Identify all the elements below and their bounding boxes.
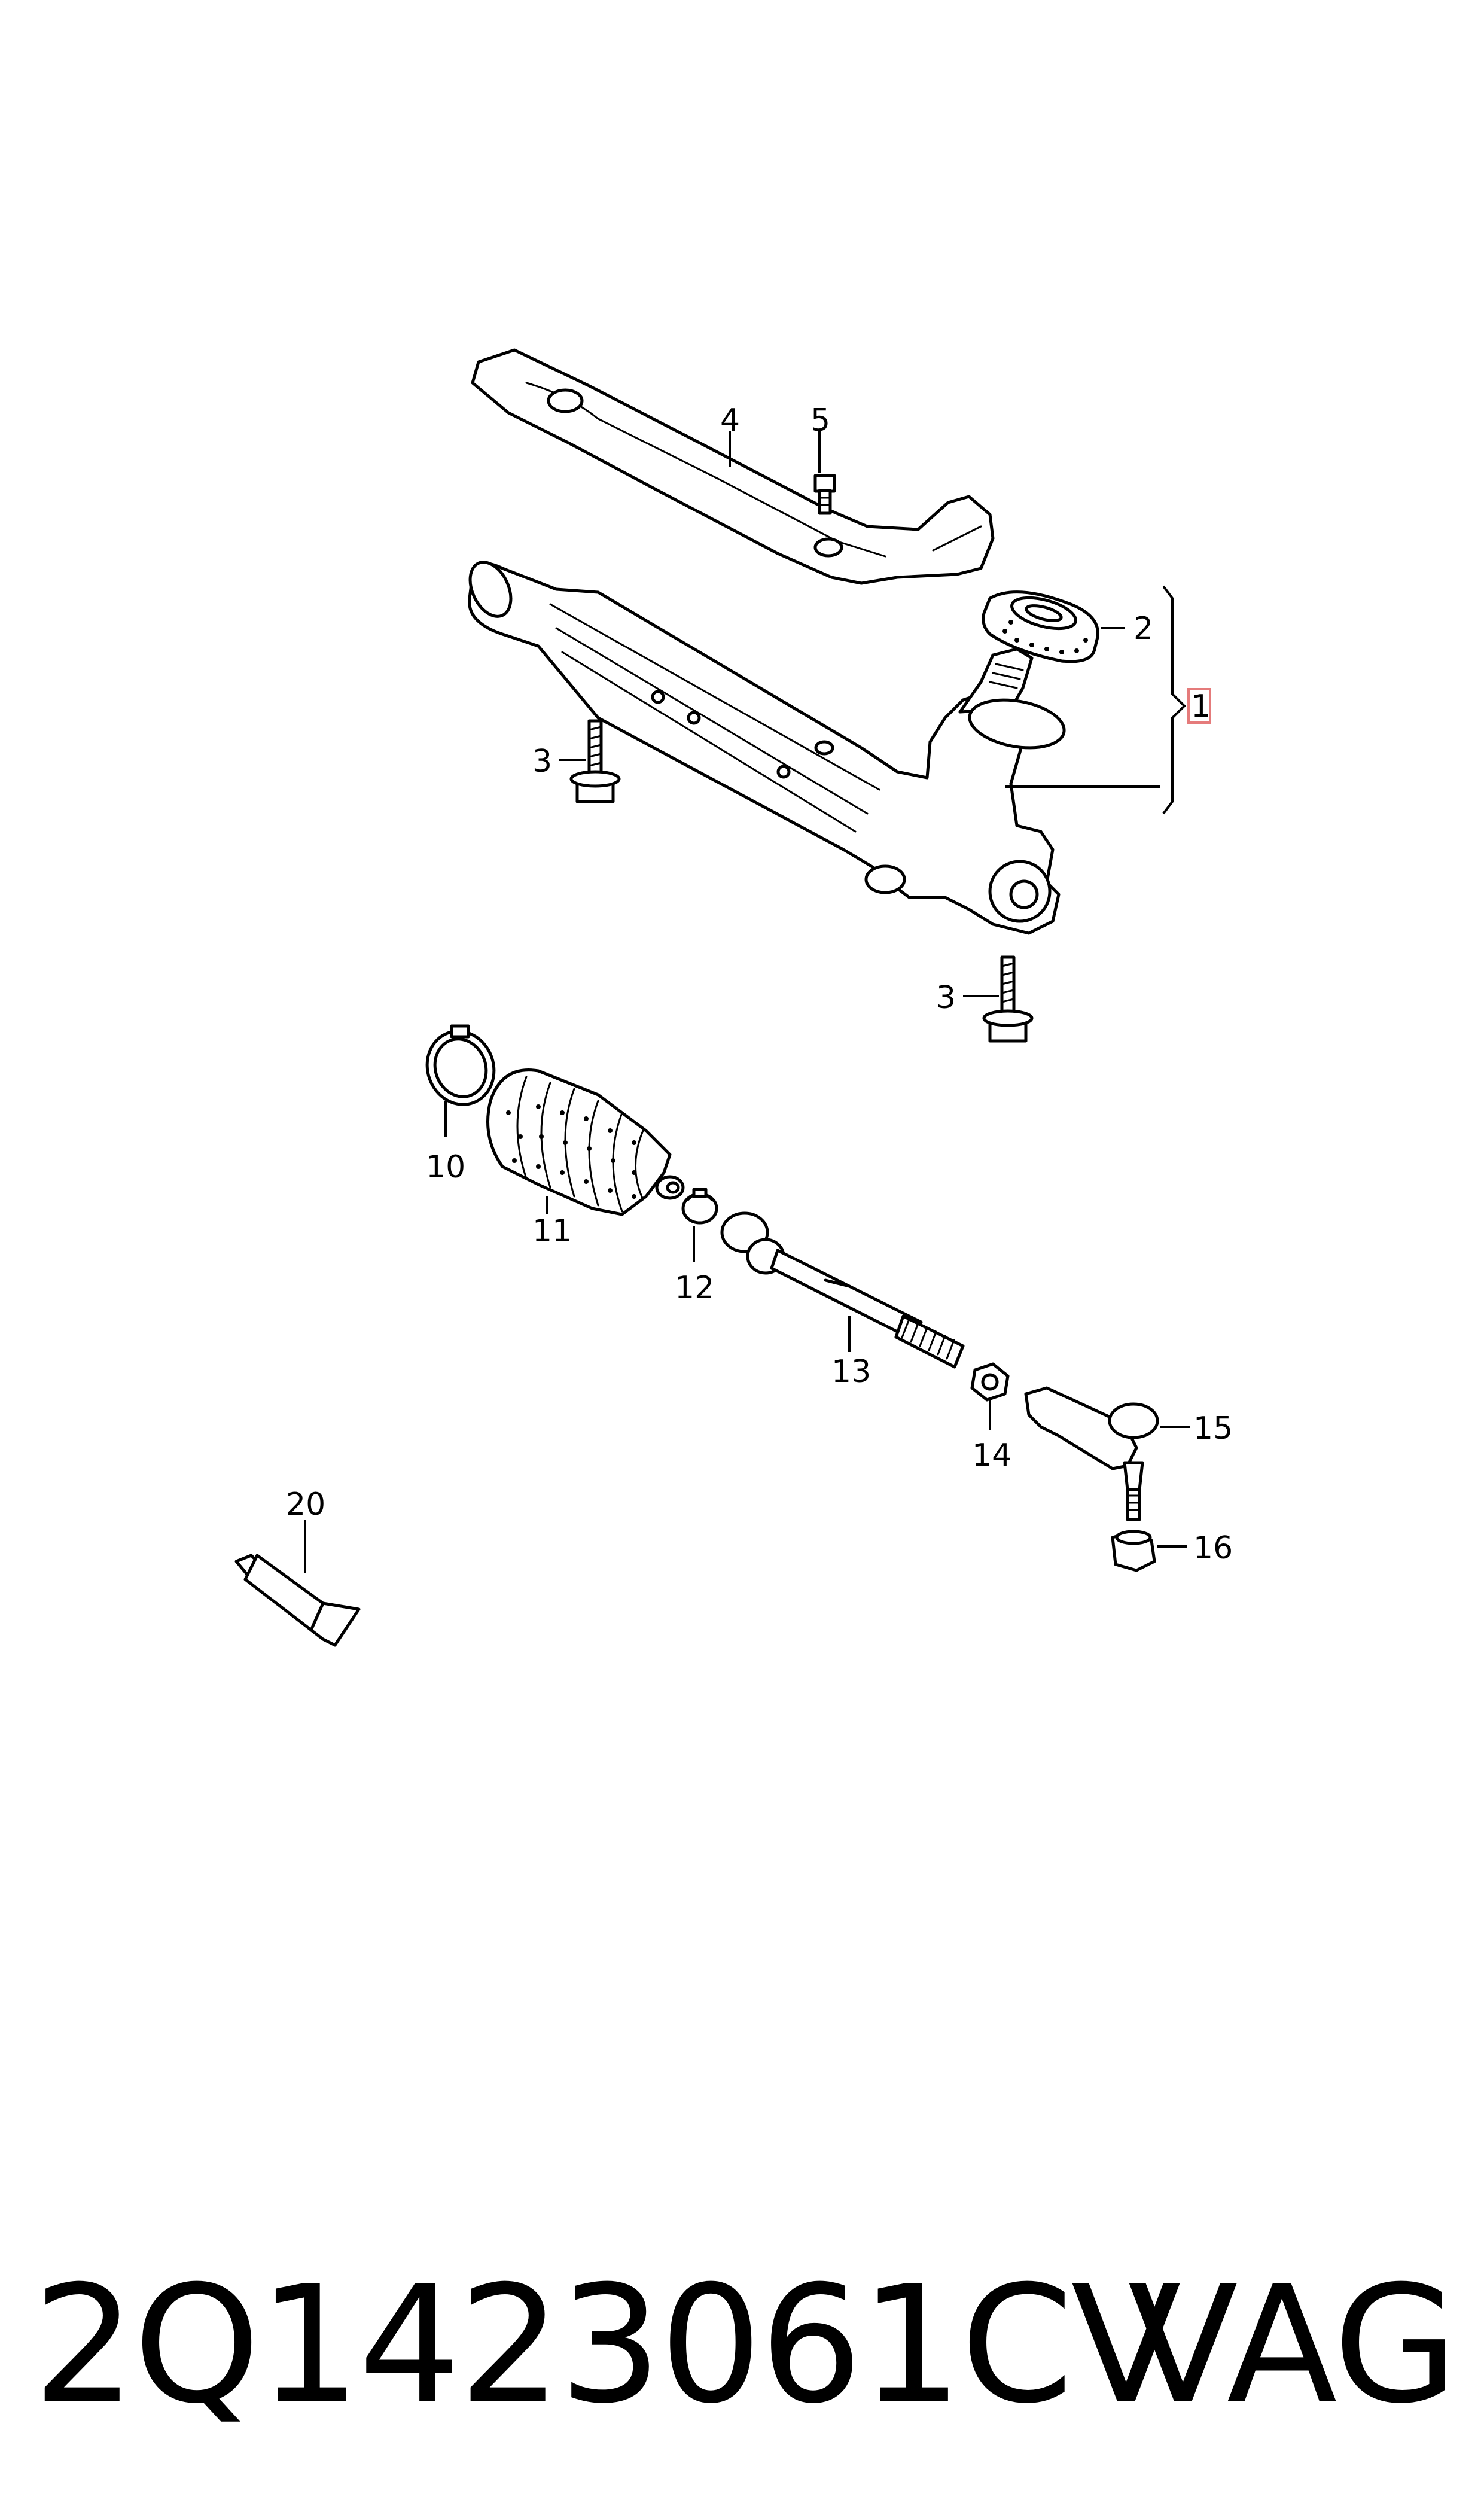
bolt-part-3-lower [982, 955, 1034, 1043]
footer: 2Q1423061CV VAG [0, 2249, 1484, 2441]
callout-3-lower: 3 [936, 980, 956, 1016]
callout-3-upper: 3 [532, 744, 552, 780]
parts-diagram: 4 5 2 1 3 3 10 11 12 13 14 15 16 20 [234, 348, 1233, 1647]
callout-10: 10 [426, 1149, 465, 1185]
nut-part-14 [970, 1362, 1010, 1402]
callout-11: 11 [532, 1213, 572, 1249]
tie-rod-end-part-15 [1024, 1386, 1159, 1521]
bolt-part-3-upper [569, 719, 621, 803]
callout-20: 20 [286, 1487, 325, 1523]
callout-1-highlight [1187, 688, 1211, 724]
brand-label: VAG [1128, 2251, 1458, 2439]
callout-2: 2 [1133, 611, 1153, 647]
part-number: 2Q1423061CV [33, 2251, 1181, 2439]
callout-16: 16 [1193, 1530, 1233, 1566]
boot-part-11 [486, 1068, 685, 1216]
bolt-part-5 [813, 474, 836, 515]
heat-shield-part-4 [471, 348, 995, 585]
seal-part-2 [982, 590, 1099, 663]
callout-5: 5 [810, 403, 830, 439]
clamp-part-10 [425, 1024, 496, 1106]
callout-13: 13 [831, 1354, 871, 1390]
callout-14: 14 [972, 1438, 1011, 1473]
grease-tube-part-20 [234, 1554, 361, 1647]
leader-lines [304, 431, 1190, 1573]
callout-4: 4 [720, 403, 740, 439]
callout-15: 15 [1193, 1411, 1233, 1447]
tie-rod-part-13 [720, 1211, 965, 1369]
callout-12: 12 [675, 1270, 714, 1306]
nut-part-16 [1111, 1530, 1156, 1572]
callouts: 4 5 2 1 3 3 10 11 12 13 14 15 16 20 [286, 403, 1233, 1566]
callout-1: 1 [1191, 689, 1211, 724]
clamp-part-12 [681, 1188, 718, 1225]
steering-rack-part-1 [468, 561, 1066, 935]
